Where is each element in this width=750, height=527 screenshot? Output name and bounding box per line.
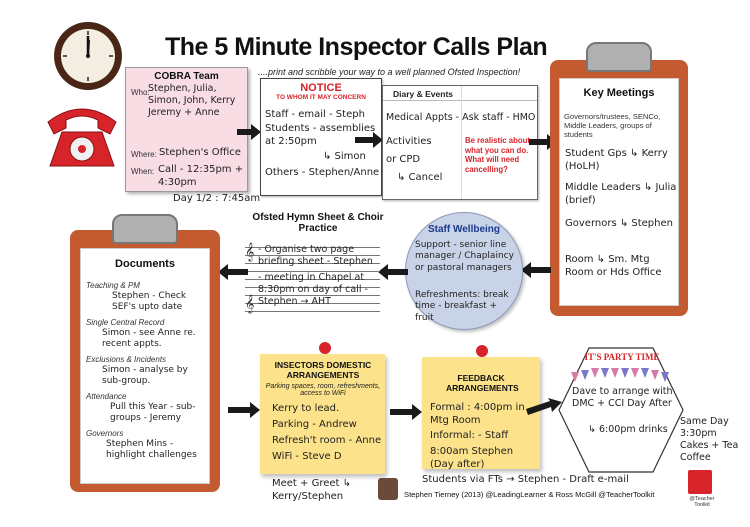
domestic-line-1: Kerry to lead.: [272, 403, 340, 414]
author-avatar: [378, 478, 398, 500]
clipboard-clip-icon: [112, 214, 178, 244]
documents-clipboard: [70, 230, 220, 492]
feedback-arrangements-note: [422, 357, 540, 469]
key-meetings-clipboard: [550, 60, 688, 316]
feedback-heading: FEEDBACK ARRANGEMENTS: [446, 373, 519, 393]
push-pin-icon: [319, 342, 331, 354]
arrow-icon: [237, 124, 261, 140]
cobra-when-label: When:: [131, 167, 155, 176]
music-clef-icon: 𝄞: [245, 294, 255, 313]
staff-wellbeing-heading: Staff Wellbeing: [427, 224, 501, 235]
feedback-line-3: 8:00am Stephen (Day after): [430, 446, 514, 470]
domestic-line-2: Parking - Andrew: [272, 419, 357, 430]
arrow-icon: [526, 398, 562, 415]
music-clef-icon: 𝄞: [245, 242, 255, 261]
arrow-icon: [218, 264, 248, 280]
documents-section-1-value: Stephen - Check SEF's upto date: [112, 291, 187, 313]
key-meetings-item-2: Middle Leaders ↳ Julia (brief): [565, 182, 677, 206]
documents-section-1-label: Teaching & PM: [86, 281, 140, 290]
feedback-students: Students via FTs → Stephen - Draft e-mai…: [422, 474, 629, 485]
diary-line3: or CPD: [386, 154, 421, 165]
key-meetings-item-1: Student Gps ↳ Kerry (HoLH): [565, 148, 668, 172]
party-line1: Dave to arrange with DMC + CCI Day After: [572, 386, 673, 409]
domestic-sub: Parking spaces, room, refreshments, acce…: [265, 383, 381, 397]
key-meetings-intro: Governors/trustees, SENCo, Middle Leader…: [564, 112, 661, 139]
staff-wellbeing-circle: [405, 212, 523, 330]
arrow-icon: [228, 402, 260, 418]
documents-heading: Documents: [115, 258, 175, 270]
cobra-day-note: Day 1/2 : 7:45am: [173, 193, 261, 204]
domestic-line-3: Refresh't room - Anne: [272, 435, 382, 446]
hymn-line2: - meeting in Chapel at 8:30pm on day of …: [258, 272, 368, 307]
notice-line4: Others - Stephen/Anne: [265, 167, 380, 178]
arrow-icon: [390, 404, 422, 420]
notice-line2: Students - assemblies at 2:50pm: [265, 123, 376, 147]
documents-section-4-value: Pull this Year - sub-groups - Jeremy: [110, 402, 196, 424]
domestic-arrangements-note: [260, 354, 385, 474]
domestic-heading: INSECTORS DOMESTIC ARRANGEMENTS: [274, 360, 372, 380]
documents-section-2-label: Single Central Record: [86, 318, 165, 327]
cobra-who-value: Stephen, Julia, Simon, John, Kerry Jerem…: [148, 83, 236, 118]
cobra-when-value: Call - 12:35pm + 4:30pm: [158, 164, 244, 188]
arrow-icon: [521, 262, 551, 278]
notice-line3: ↳ Simon: [323, 151, 366, 162]
domestic-meet-greet: Meet + Greet ↳ Kerry/Stephen: [272, 478, 352, 502]
party-hexagon: [558, 347, 684, 473]
teacher-toolkit-badge-text: @Teacher Toolkit: [689, 496, 715, 509]
cobra-where-label: Where:: [131, 150, 157, 159]
diary-heading: Diary & Events: [393, 89, 453, 99]
documents-section-5-value: Stephen Mins - highlight challenges: [106, 439, 197, 461]
feedback-line-2: Informal: - Staff: [430, 430, 509, 441]
key-meetings-item-3: Governors ↳ Stephen: [565, 218, 673, 229]
party-heading: IT'S PARTY TIME: [584, 352, 660, 362]
documents-section-4-label: Attendance: [86, 392, 127, 401]
cobra-where-value: Stephen's Office: [159, 147, 241, 158]
diary-line4: ↳ Cancel: [397, 172, 443, 183]
clock-icon: [52, 20, 124, 92]
party-line2: ↳ 6:00pm drinks: [588, 424, 668, 435]
hymn-sheet: [245, 240, 380, 318]
documents-section-3-label: Exclusions & Incidents: [86, 355, 167, 364]
diary-line1: Medical Appts - Ask staff - HMO: [386, 112, 536, 123]
page-subtitle: ....print and scribble your way to a wel…: [258, 67, 521, 77]
party-same-day: Same Day 3:30pm Cakes + Tea Coffee: [680, 416, 739, 463]
telephone-icon: [40, 100, 125, 175]
cobra-heading: COBRA Team: [154, 71, 219, 82]
page-title: The 5 Minute Inspector Calls Plan: [165, 33, 548, 61]
hymn-line1: - Organise two page briefing sheet - Ste…: [258, 244, 373, 267]
arrow-icon: [355, 132, 383, 148]
domestic-line-4: WiFi - Steve D: [272, 451, 342, 462]
documents-section-3-value: Simon - analyse by sub-group.: [102, 365, 188, 387]
documents-section-5-label: Governors: [86, 429, 124, 438]
documents-section-2-value: Simon - see Anne re. recent appts.: [102, 328, 196, 350]
diary-realistic-note: Be realistic about what you can do. What…: [465, 136, 530, 175]
staff-wellbeing-line2: Refreshments: break time - breakfast + f…: [415, 290, 509, 323]
notice-sub: TO WHOM IT MAY CONCERN: [276, 94, 366, 101]
notice-heading: NOTICE: [300, 82, 342, 94]
key-meetings-heading: Key Meetings: [583, 87, 655, 99]
cobra-card: COBRA Team Who: Stephen, Julia, Simon, J…: [125, 67, 248, 192]
teacher-toolkit-badge: [688, 470, 712, 494]
push-pin-icon: [476, 345, 488, 357]
diary-card: Diary & Events Medical Appts - Ask staff…: [382, 85, 538, 200]
key-meetings-item-4: Room ↳ Sm. Mtg Room or Hds Office: [565, 254, 662, 278]
feedback-line-1: Formal : 4:00pm in Mtg Room: [430, 402, 525, 426]
clipboard-clip-icon: [586, 42, 652, 72]
credit-text: Stephen Tierney (2013) @LeadingLearner &…: [404, 490, 655, 499]
hymn-heading: Ofsted Hymn Sheet & Choir Practice: [252, 212, 384, 234]
notice-line1: Staff - email - Steph: [265, 109, 365, 120]
diary-line2: Activities: [386, 136, 432, 147]
arrow-icon: [378, 264, 408, 280]
cobra-who-label: Who:: [131, 88, 150, 97]
staff-wellbeing-line1: Support - senior line manager / Chaplain…: [415, 240, 514, 273]
